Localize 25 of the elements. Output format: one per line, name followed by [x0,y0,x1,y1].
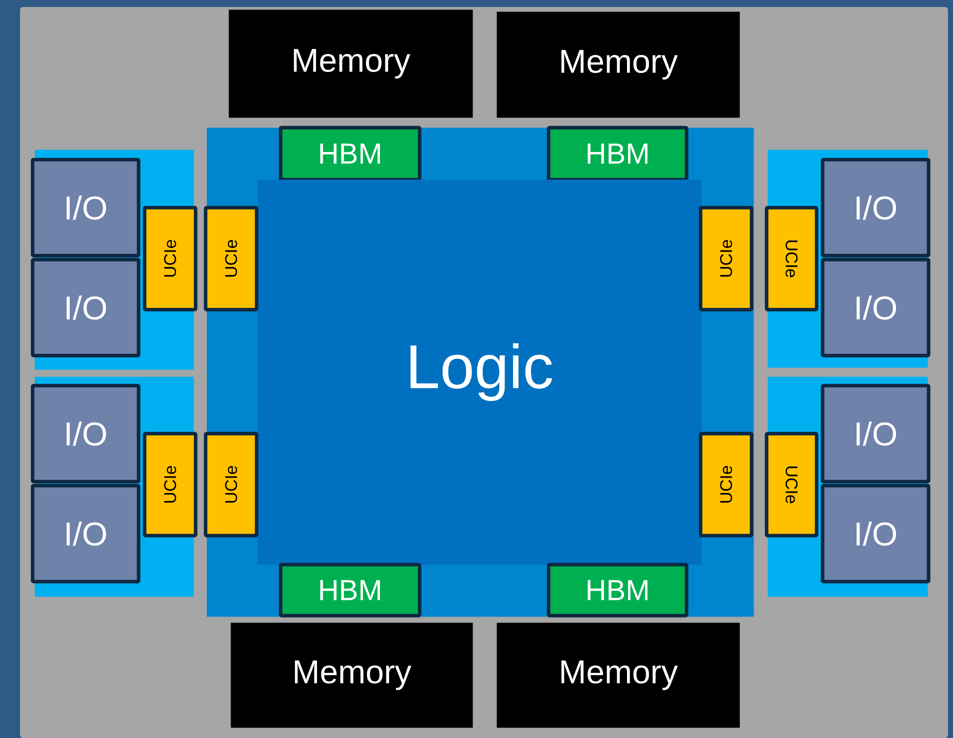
ucie-chiplet: UCIe [142,432,198,538]
io-chiplet: I/O [820,384,930,484]
logic-die: Logic [258,180,702,565]
hbm-chiplet: HBM [546,562,688,618]
ucie-chiplet: UCIe [204,432,258,538]
io-chiplet: I/O [30,384,140,484]
io-chiplet: I/O [820,158,930,258]
ucie-chiplet: UCIe [764,206,818,312]
hbm-chiplet: HBM [278,126,422,182]
io-chiplet: I/O [30,158,140,258]
ucie-chiplet: UCIe [204,206,258,312]
memory-chip: Memory [496,622,740,728]
io-chiplet: I/O [30,484,140,584]
io-chiplet: I/O [820,258,930,358]
hbm-chiplet: HBM [546,126,688,182]
io-chiplet: I/O [820,484,930,584]
memory-chip: Memory [496,12,740,118]
memory-chip: Memory [230,622,473,728]
ucie-chiplet: UCIe [698,206,754,312]
ucie-chiplet: UCIe [764,432,818,538]
memory-chip: Memory [228,10,473,118]
hbm-chiplet: HBM [278,562,422,618]
ucie-chiplet: UCIe [698,432,754,538]
io-chiplet: I/O [30,258,140,358]
ucie-chiplet: UCIe [142,206,198,312]
